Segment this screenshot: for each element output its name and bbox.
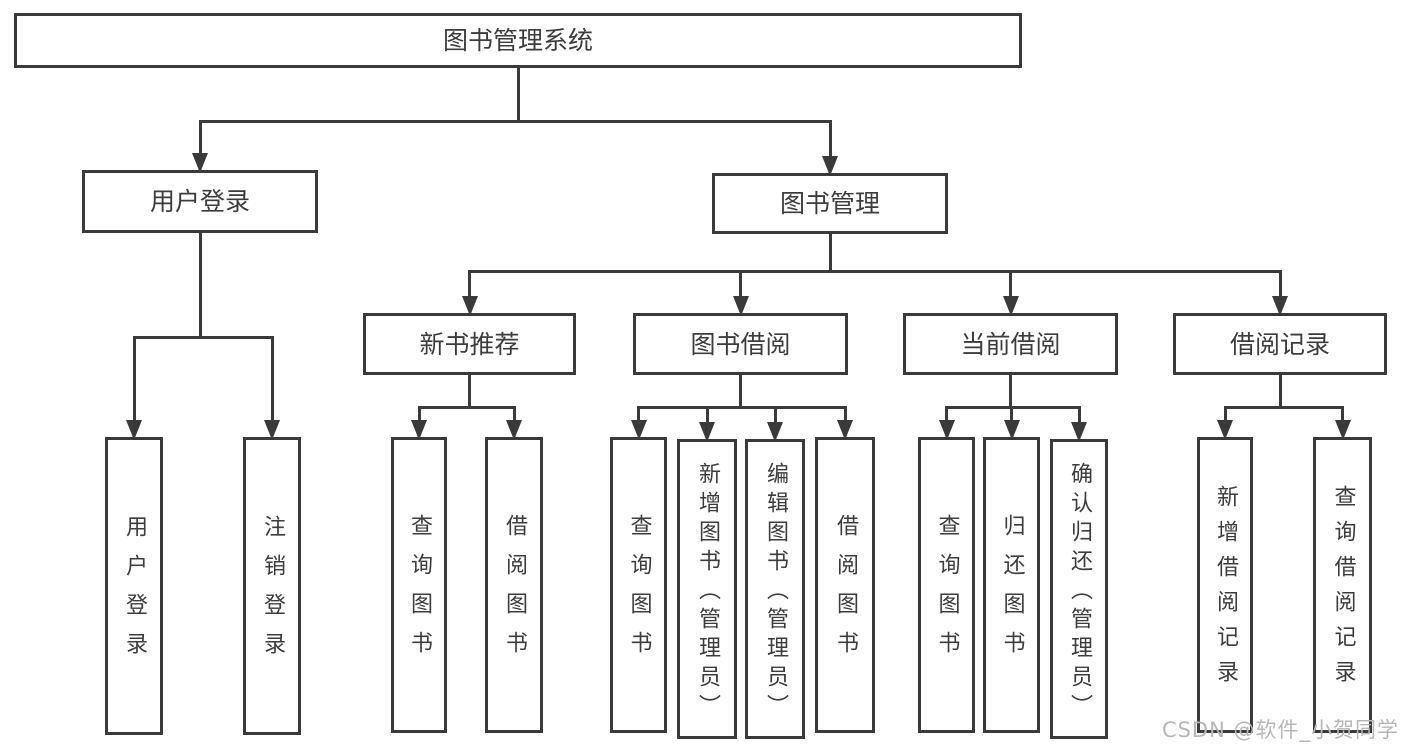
connector-line [512, 406, 516, 421]
connector-line [773, 406, 777, 423]
connector-line [198, 233, 202, 339]
node-bb-add: 新增图书（管理员） [677, 439, 737, 739]
arrow-down-icon [837, 420, 853, 440]
connector-line [1009, 270, 1012, 297]
connector-line [1341, 406, 1344, 421]
arrow-down-icon [506, 420, 522, 440]
watermark-text: CSDN @软件_小贺同学 [1161, 718, 1399, 742]
connector-line [705, 406, 709, 423]
connector-line [1278, 375, 1282, 409]
node-nb-query: 查询图书 [391, 437, 447, 733]
connector-line [198, 120, 832, 123]
connector-line [739, 270, 742, 297]
connector-line [1223, 406, 1227, 421]
arrow-down-icon [630, 420, 647, 440]
arrow-down-icon [732, 296, 749, 316]
arrow-down-icon [822, 156, 838, 176]
connector-line [945, 406, 948, 421]
connector-line [417, 406, 516, 409]
node-new-book-rec: 新书推荐 [363, 313, 576, 375]
arrow-down-icon [699, 422, 715, 442]
node-cb-query: 查询图书 [918, 437, 975, 733]
arrow-down-icon [1071, 422, 1087, 442]
arrow-down-icon [767, 422, 783, 442]
arrow-down-icon [1334, 420, 1351, 440]
node-book-borrow: 图书借阅 [633, 313, 848, 375]
connector-line [1009, 375, 1012, 409]
node-br-query: 查询借阅记录 [1313, 437, 1372, 733]
arrow-down-icon [126, 420, 142, 440]
connector-line [828, 234, 832, 273]
node-bb-edit: 编辑图书（管理员） [745, 439, 805, 739]
node-nb-borrow: 借阅图书 [485, 437, 543, 733]
node-leaf-user-login: 用户登录 [105, 437, 163, 735]
node-leaf-logout: 注销登录 [243, 437, 301, 735]
connector-line [132, 336, 136, 421]
arrow-down-icon [1272, 296, 1288, 316]
node-br-add: 新增借阅记录 [1197, 437, 1253, 733]
connector-line [1010, 406, 1013, 421]
connector-line [516, 68, 520, 123]
connector-line [739, 375, 742, 409]
connector-line [468, 375, 471, 409]
connector-line [1077, 406, 1081, 423]
node-book-mgmt: 图书管理 [712, 173, 948, 234]
connector-line [198, 120, 202, 154]
connector-line [132, 336, 274, 339]
node-root: 图书管理系统 [14, 13, 1022, 68]
connector-line [828, 120, 832, 157]
node-current-borrow: 当前借阅 [903, 313, 1118, 375]
node-bb-query: 查询图书 [610, 437, 667, 733]
node-cb-confirm: 确认归还（管理员） [1050, 439, 1108, 739]
connector-line [270, 336, 274, 421]
arrow-down-icon [461, 296, 478, 316]
arrow-down-icon [1002, 296, 1019, 316]
connector-line [637, 406, 847, 409]
arrow-down-icon [938, 420, 955, 440]
node-borrow-record: 借阅记录 [1173, 313, 1387, 375]
node-bb-borrow: 借阅图书 [815, 437, 875, 733]
connector-line [637, 406, 640, 421]
connector-line [843, 406, 847, 421]
node-cb-return: 归还图书 [983, 437, 1040, 733]
connector-line [1223, 406, 1344, 409]
arrow-down-icon [264, 420, 280, 440]
connector-line [468, 270, 471, 297]
arrow-down-icon [192, 153, 208, 173]
connector-line [1278, 270, 1282, 297]
connector-line [417, 406, 421, 421]
node-user-login: 用户登录 [82, 170, 318, 233]
arrow-down-icon [411, 420, 427, 440]
connector-line [468, 270, 1282, 273]
arrow-down-icon [1217, 420, 1233, 440]
arrow-down-icon [1003, 420, 1020, 440]
